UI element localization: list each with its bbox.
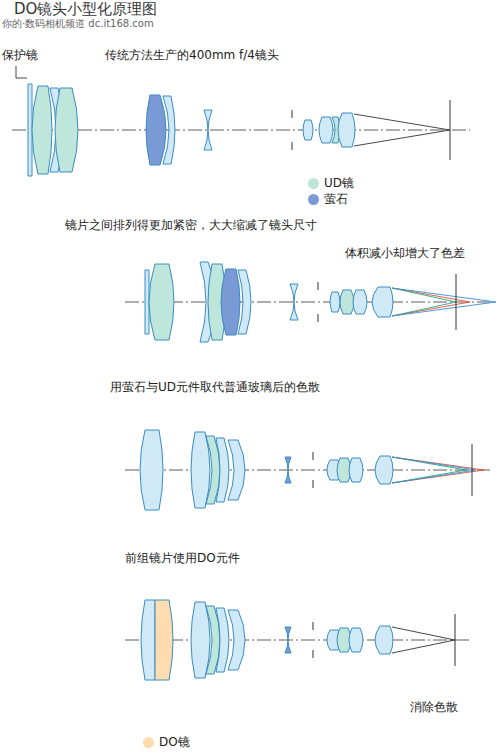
caption-note: 用萤石与UD元件取代普通玻璃后的色散 (110, 380, 320, 394)
light-ray (354, 114, 450, 146)
watermark: 你的·数码相机频道 dc.it168.com (2, 18, 154, 30)
lens-element (163, 96, 175, 164)
caption-note: 消除色散 (410, 700, 458, 714)
lens-element (55, 88, 78, 172)
lens-element (238, 270, 251, 334)
diagram-title: DO镜头小型化原理图 (14, 0, 157, 18)
lens-element (140, 430, 163, 510)
aperture-mark (318, 314, 319, 322)
aperture-mark (313, 622, 314, 630)
lens-element (285, 457, 291, 483)
lens-element (216, 438, 229, 502)
lens-element (375, 626, 393, 654)
lens-element (145, 270, 149, 334)
lens-element (285, 627, 291, 653)
optical-axis (125, 640, 470, 641)
optical-axis (125, 470, 490, 471)
lens-element (216, 608, 229, 672)
optical-axis (12, 130, 470, 131)
lens-element (375, 456, 393, 484)
lens-element (290, 284, 298, 320)
lens-element (353, 290, 367, 314)
leader-line (16, 66, 27, 78)
lens-element (204, 110, 212, 150)
lens-element (319, 117, 333, 143)
lens-element (340, 290, 354, 314)
lens-element (141, 600, 155, 680)
light-ray (392, 457, 476, 483)
lens-element (32, 86, 52, 174)
legend-text: DO镜 (159, 735, 190, 749)
caption-note: 前组镜片使用DO元件 (125, 551, 240, 565)
lens-element (191, 432, 210, 508)
legend-swatch (308, 194, 319, 205)
lens-element (303, 120, 313, 140)
legend-text: UD镜 (324, 176, 354, 190)
lens-element (349, 628, 363, 652)
aperture-mark (318, 282, 319, 290)
lens-element (191, 602, 210, 678)
aperture-mark (292, 142, 293, 150)
focal-plane (472, 444, 473, 496)
caption-note: 镜片之间排列得更加紧密，大大缩减了镜头尺寸 (65, 218, 317, 232)
optical-axis (125, 302, 490, 303)
lens-element (28, 84, 32, 176)
lens-element (155, 600, 173, 680)
focal-plane (456, 274, 457, 330)
focal-plane (455, 614, 456, 666)
caption-note: 传统方法生产的400mm f/4镜头 (105, 48, 279, 62)
legend-swatch (308, 178, 319, 189)
lens-element (338, 113, 355, 147)
aperture-mark (292, 110, 293, 118)
light-ray (392, 288, 470, 316)
caption-note: 体积减小却增大了色差 (345, 246, 465, 260)
lens-element (221, 269, 240, 335)
aperture-mark (313, 650, 314, 658)
legend-swatch (143, 737, 154, 748)
lens-element (330, 292, 340, 312)
focal-plane (450, 100, 451, 160)
aperture-mark (313, 452, 314, 460)
lens-element (228, 440, 245, 500)
lens-element (349, 458, 363, 482)
lens-element (149, 264, 174, 340)
aperture-mark (313, 480, 314, 488)
light-ray (392, 457, 484, 483)
lens-element (372, 287, 393, 317)
light-ray (392, 288, 496, 316)
part-label: 保护镜 (2, 48, 38, 62)
light-ray (392, 457, 466, 483)
light-ray (392, 627, 455, 653)
lens-element (228, 610, 245, 670)
legend-text: 萤石 (324, 192, 348, 206)
lens-element (146, 95, 166, 165)
